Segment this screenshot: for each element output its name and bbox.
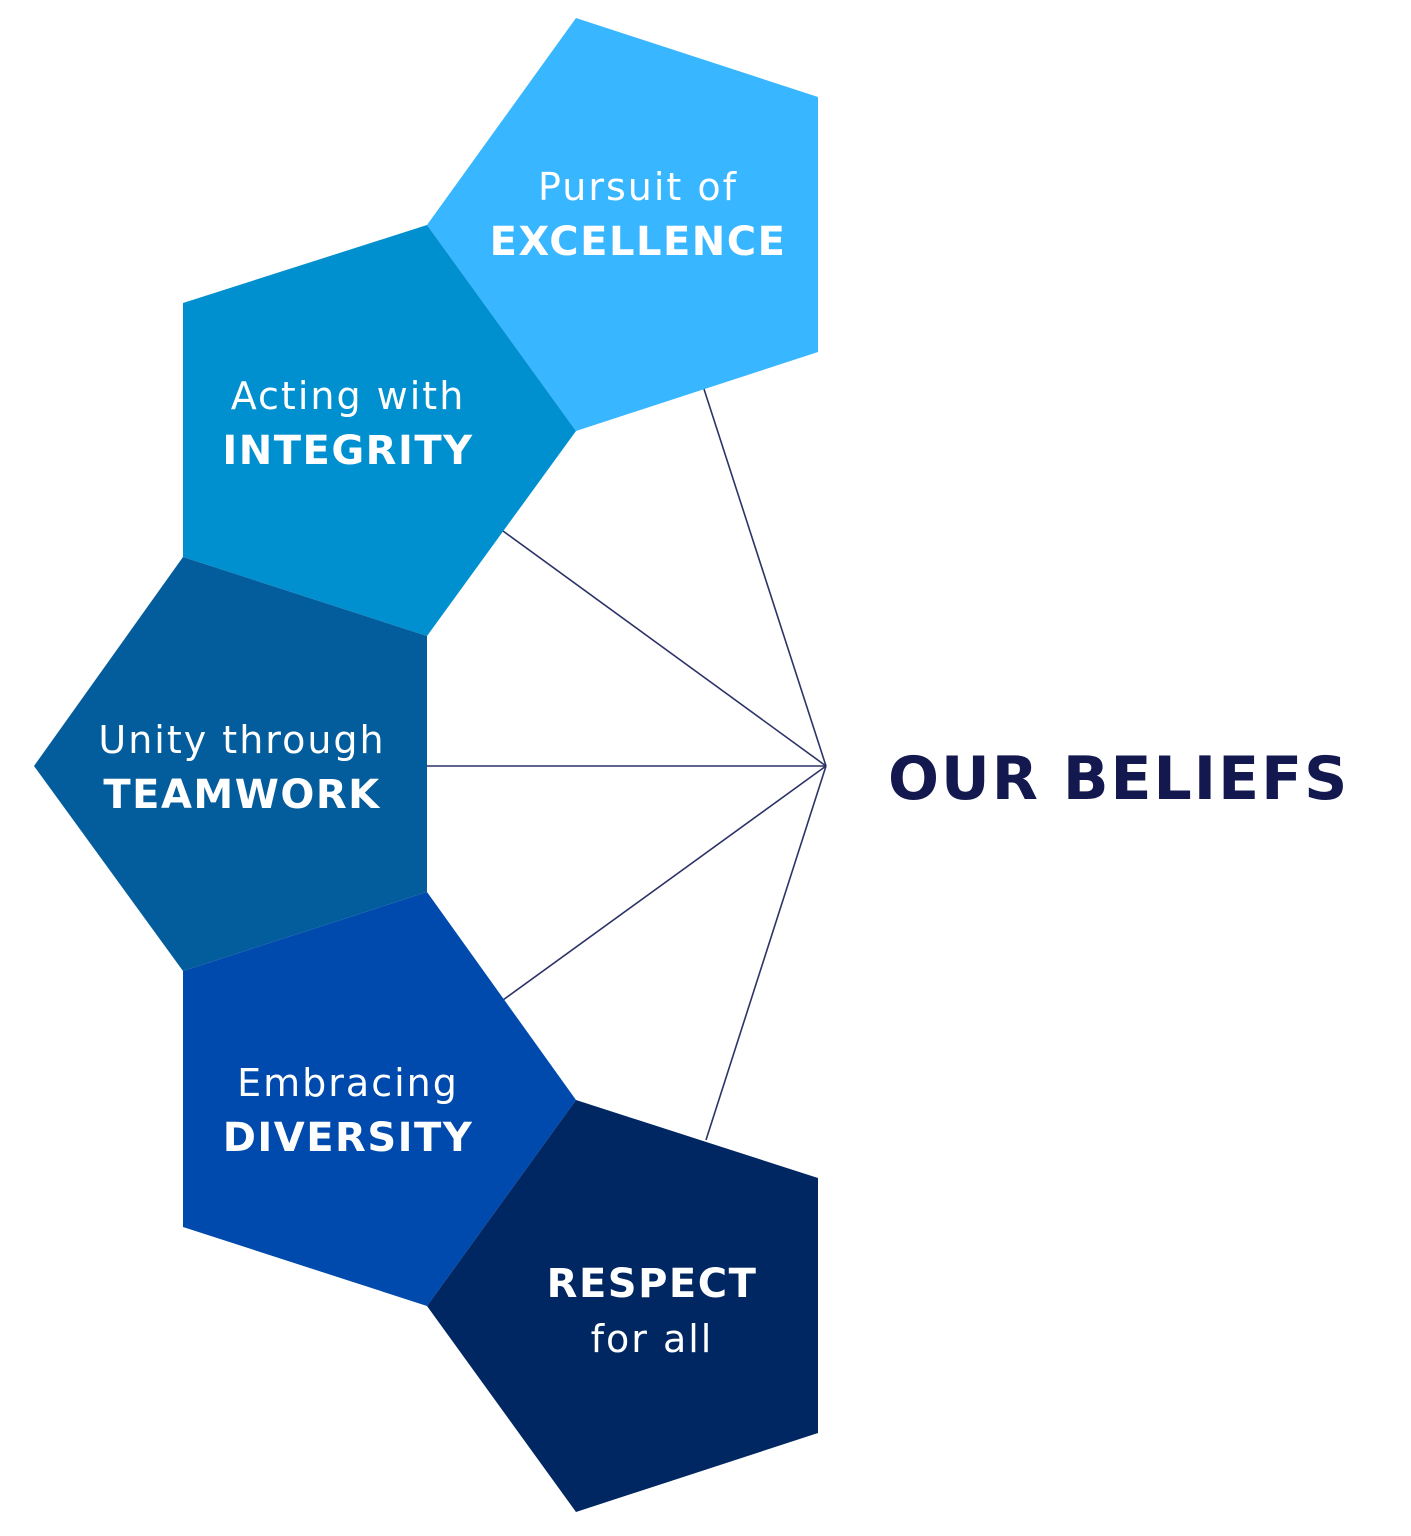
connector-lines bbox=[427, 385, 827, 1141]
belief-label-excellence: Pursuit of EXCELLENCE bbox=[448, 168, 828, 262]
connector-line-diversity bbox=[502, 765, 827, 1001]
belief-label-integrity: Acting with INTEGRITY bbox=[158, 377, 538, 471]
page-title: OUR BELIEFS bbox=[888, 744, 1350, 814]
pentagon-respect bbox=[427, 1100, 818, 1512]
belief-teamwork-prefix: Unity through bbox=[98, 718, 386, 762]
belief-label-diversity: Embracing DIVERSITY bbox=[158, 1064, 538, 1158]
belief-respect-title: RESPECT bbox=[546, 1261, 758, 1307]
belief-excellence-prefix: Pursuit of bbox=[538, 165, 738, 209]
belief-respect-suffix: for all bbox=[590, 1317, 714, 1361]
belief-label-teamwork: Unity through TEAMWORK bbox=[52, 721, 432, 815]
belief-integrity-prefix: Acting with bbox=[230, 374, 466, 418]
pentagon-integrity bbox=[183, 225, 576, 636]
pentagon-excellence bbox=[427, 18, 818, 431]
pentagon-diversity bbox=[183, 892, 576, 1306]
belief-diversity-title: DIVERSITY bbox=[222, 1115, 474, 1161]
pentagon-teamwork bbox=[34, 557, 427, 971]
belief-label-respect: RESPECT for all bbox=[462, 1264, 842, 1358]
belief-teamwork-title: TEAMWORK bbox=[103, 772, 381, 818]
connector-line-integrity bbox=[502, 530, 827, 767]
connector-line-respect bbox=[705, 765, 827, 1141]
belief-excellence-title: EXCELLENCE bbox=[489, 219, 787, 265]
connector-line-excellence bbox=[702, 385, 827, 767]
belief-integrity-title: INTEGRITY bbox=[222, 428, 474, 474]
belief-diversity-prefix: Embracing bbox=[237, 1061, 459, 1105]
